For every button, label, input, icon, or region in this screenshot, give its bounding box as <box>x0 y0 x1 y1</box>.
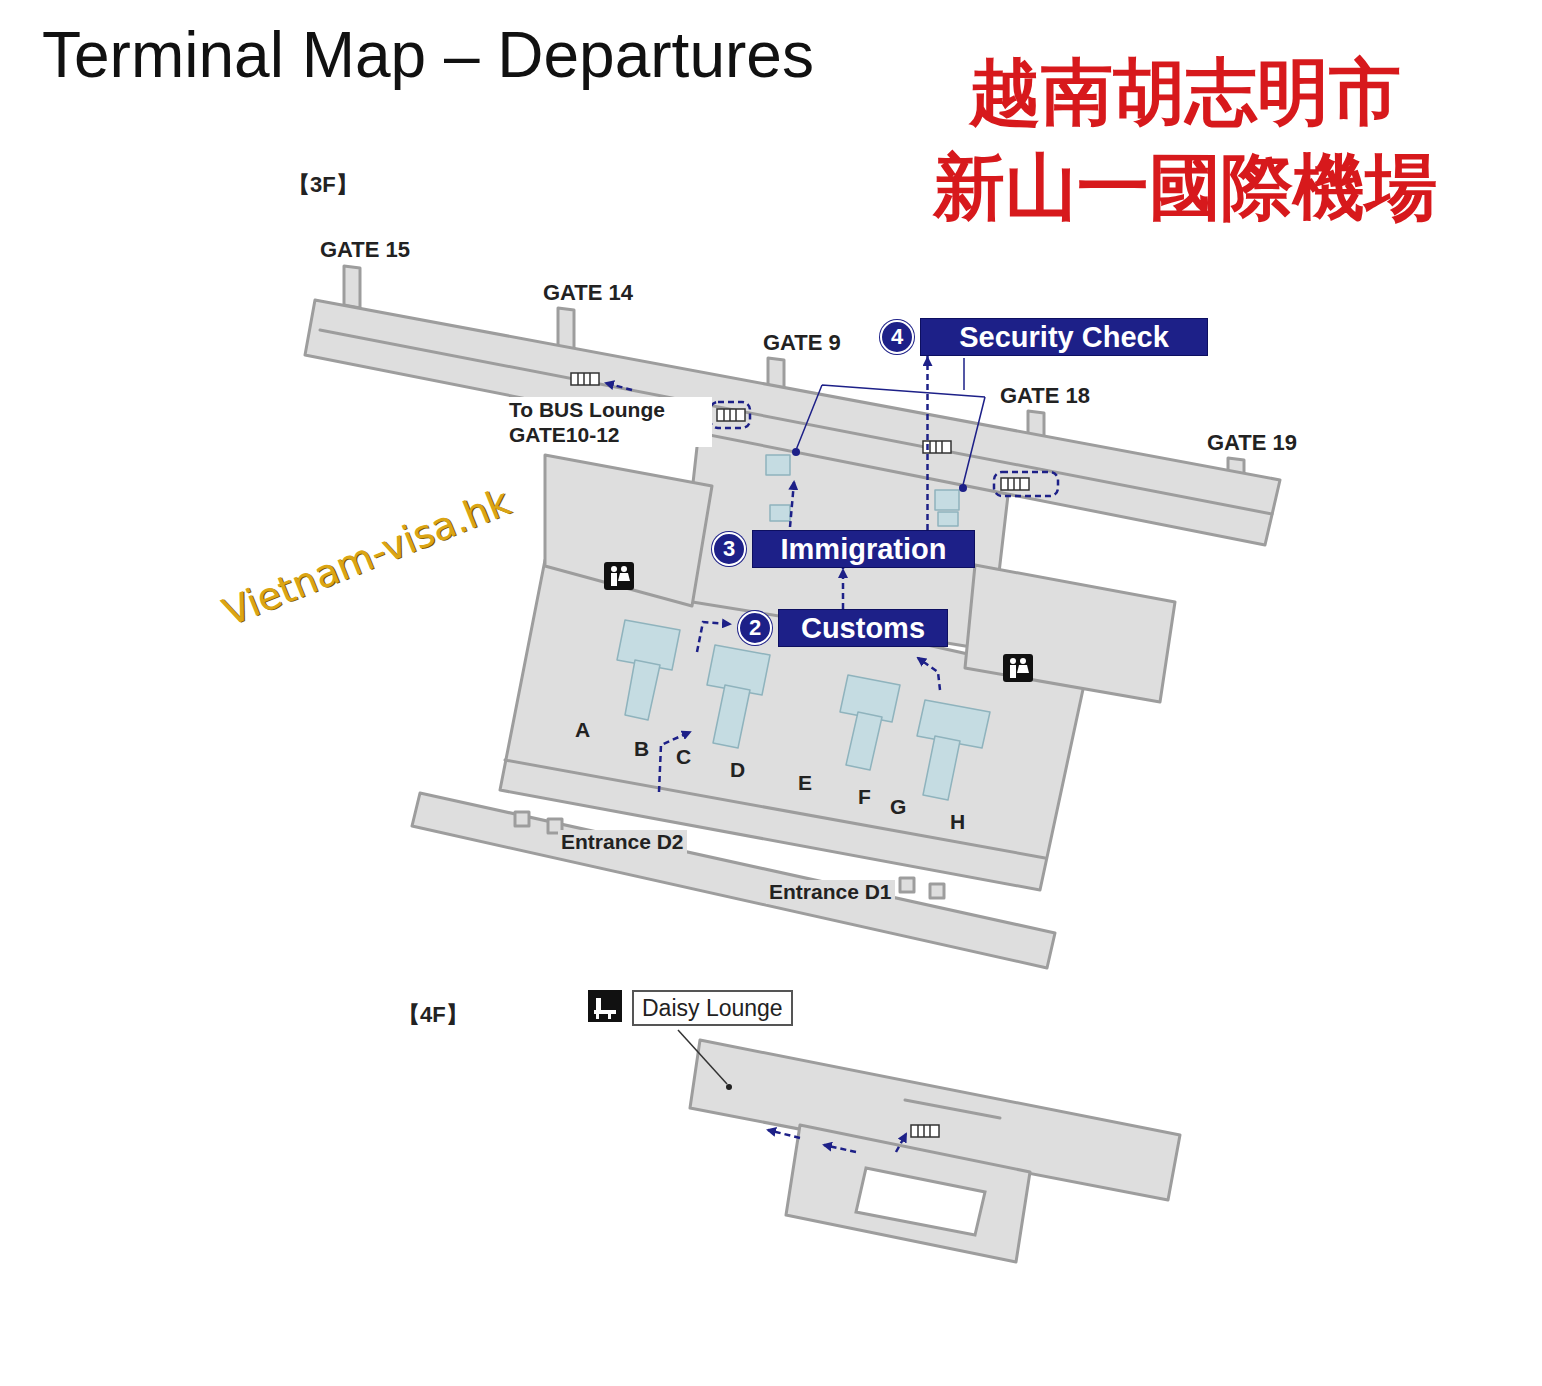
entrance-door <box>515 812 529 826</box>
leader-line <box>678 1030 727 1084</box>
entrance-label: Entrance D2 <box>558 830 687 854</box>
lounge-icon-chair <box>594 998 616 1019</box>
upper-floor-wall <box>905 1100 1000 1118</box>
checkin-counter <box>713 685 750 748</box>
step-label: Immigration <box>752 530 975 568</box>
toilet-icon <box>1003 654 1033 682</box>
step-marker: 4Security Check <box>880 318 1208 356</box>
route-arrow <box>606 383 632 390</box>
bracket-dot <box>792 448 800 456</box>
route-arrow <box>768 1130 800 1138</box>
route-arrow <box>790 482 794 527</box>
pier-lane-wall <box>320 330 1272 514</box>
step-number: 4 <box>880 320 914 354</box>
counter-letter: D <box>730 758 745 782</box>
counter-letter: F <box>858 785 871 809</box>
left-corridor <box>545 455 712 606</box>
toilet-icon <box>604 562 634 590</box>
step-label: Security Check <box>920 318 1208 356</box>
checkin-counter <box>846 712 882 770</box>
check-booth <box>935 490 959 510</box>
step-marker: 3Immigration <box>712 530 975 568</box>
step-number: 3 <box>712 532 746 566</box>
counter-letter: H <box>950 810 965 834</box>
map-title: Terminal Map – Departures <box>42 20 814 90</box>
gate-label: GATE 15 <box>320 237 410 262</box>
gate-stub <box>558 308 574 350</box>
floor-label: 【4F】 <box>398 1002 468 1027</box>
entrance-door <box>930 884 944 898</box>
route-arrow <box>918 658 940 690</box>
step-number: 2 <box>738 611 772 645</box>
gate-label: GATE 19 <box>1207 430 1297 455</box>
route-loop <box>710 402 750 428</box>
right-wing <box>965 565 1175 702</box>
gate-label: GATE 14 <box>543 280 633 305</box>
hall-front-wall <box>505 760 1045 858</box>
check-booth <box>766 455 790 475</box>
lounge-label: Daisy Lounge <box>632 990 793 1026</box>
escalator-icon <box>717 409 745 421</box>
checkin-counter <box>625 660 660 720</box>
flow-arrow <box>842 568 845 609</box>
counter-letter: G <box>890 795 906 819</box>
leader-dot <box>726 1084 732 1090</box>
route-loop <box>994 472 1058 496</box>
checkin-counter <box>923 736 960 800</box>
bus-lounge-label: To BUS Lounge GATE10-12 <box>506 397 712 447</box>
upper-floor-void <box>856 1168 985 1235</box>
counter-letter: B <box>634 737 649 761</box>
airport-name: 越南胡志明市 新山一國際機場 <box>905 45 1465 235</box>
escalator-icon <box>911 1125 939 1137</box>
gate-label: GATE 18 <box>1000 383 1090 408</box>
security-bracket <box>796 358 985 485</box>
floor-label: 【3F】 <box>288 172 358 197</box>
escalator-icon <box>1001 478 1029 490</box>
route-arrow <box>824 1145 856 1152</box>
bracket-dot <box>959 484 967 492</box>
watermark: Vietnam-visa.hk <box>202 471 530 644</box>
upper-floor-wing <box>786 1125 1030 1262</box>
step-marker: 2Customs <box>738 609 948 647</box>
gate-stub <box>344 266 360 308</box>
entrance-door <box>900 878 914 892</box>
counter-letter: A <box>575 718 590 742</box>
step-label: Customs <box>778 609 948 647</box>
route-arrow <box>896 1134 906 1152</box>
check-booth <box>938 512 958 526</box>
check-booth <box>770 505 790 521</box>
route-arrow <box>697 622 730 652</box>
gate-label: GATE 9 <box>763 330 841 355</box>
lounge-icon <box>588 990 622 1022</box>
counter-letter: E <box>798 771 812 795</box>
counter-letter: C <box>676 745 691 769</box>
entrance-label: Entrance D1 <box>766 880 895 904</box>
entrance-band <box>412 793 1055 968</box>
escalator-icon <box>571 373 599 385</box>
flow-arrow <box>926 356 929 530</box>
lounge-callout: Daisy Lounge <box>632 990 793 1026</box>
